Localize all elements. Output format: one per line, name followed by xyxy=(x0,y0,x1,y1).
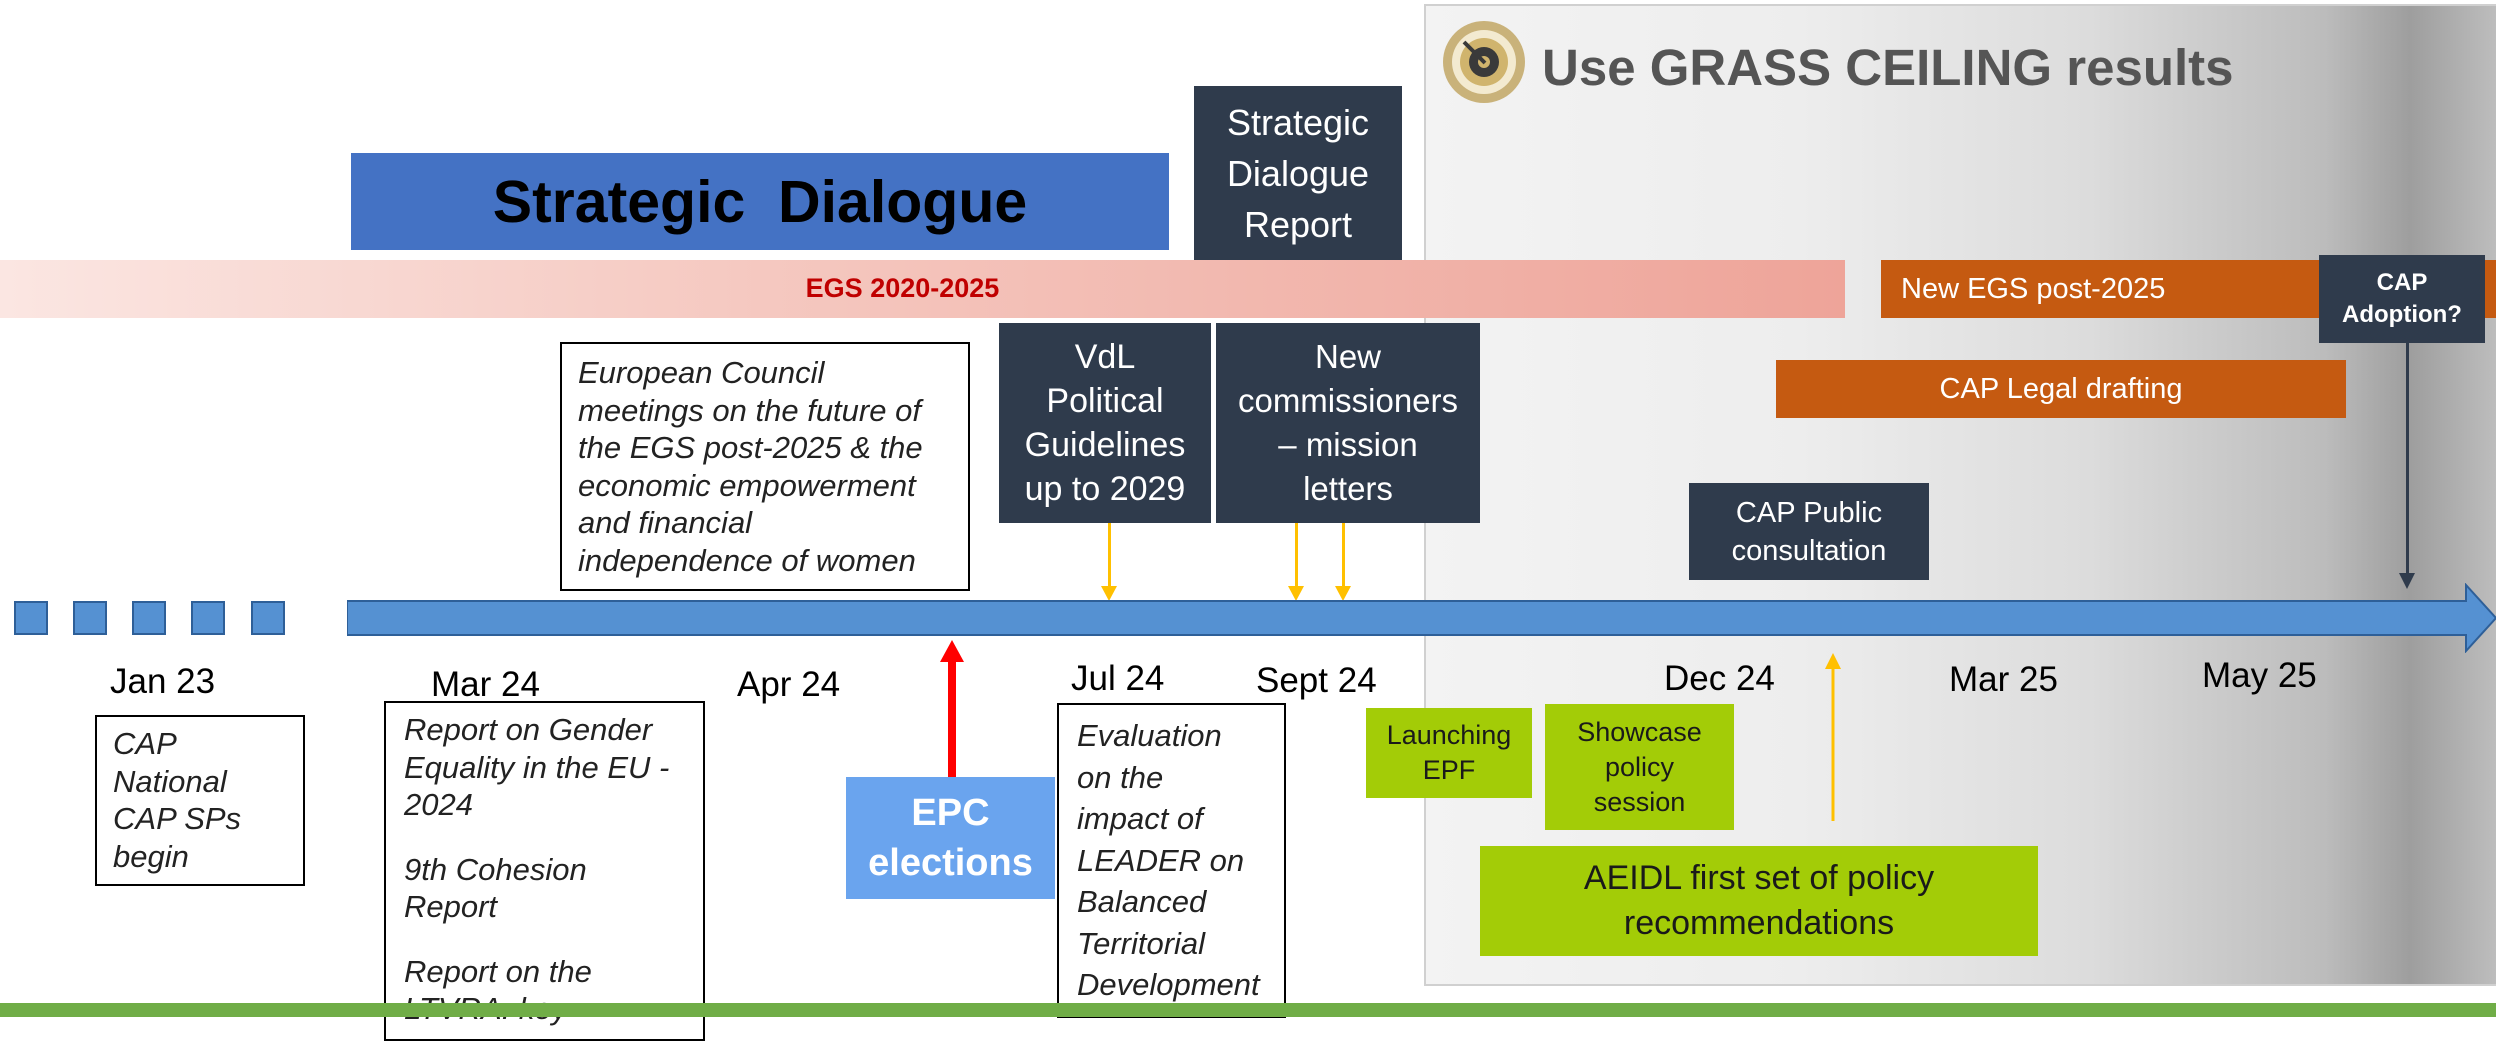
report-gender-line: 2024 xyxy=(404,787,473,822)
showcase-yellow-arrow xyxy=(1825,653,1841,821)
aeidl-recommendations-box: AEIDL first set of policy recommendation… xyxy=(1480,846,2038,956)
report-line: Dialogue xyxy=(1226,152,1370,194)
date-label: Sept 24 xyxy=(1256,661,1377,700)
cap-national-line: CAP SPs xyxy=(113,801,242,836)
cap-national-line: CAP xyxy=(113,726,177,761)
cap-public-consultation-box: CAP Public consultation xyxy=(1689,483,1929,580)
commissioners-arrowhead-2 xyxy=(1335,586,1351,601)
timeline-arrow xyxy=(346,582,2496,654)
showcase-policy-session-box: Showcase policy session xyxy=(1545,704,1734,830)
epf-line: EPF xyxy=(1422,755,1476,785)
cap-adoption-arrowhead xyxy=(2399,573,2415,589)
egs-bar-label: EGS 2020-2025 xyxy=(805,273,1000,303)
cohesion-report-line: 9th Cohesion xyxy=(404,851,587,887)
date-label: Apr 24 xyxy=(737,665,841,704)
commissioners-line: New xyxy=(1314,338,1382,375)
new-egs-label: New EGS post-2025 xyxy=(1901,272,2166,305)
evaluation-line: Evaluation xyxy=(1077,718,1222,753)
ltvra-report-line: Report on the xyxy=(404,953,592,989)
strategic-dialogue-report-box: Strategic Dialogue Report xyxy=(1194,86,1402,260)
cap-adoption-arrow-line xyxy=(2406,343,2409,573)
commissioners-arrowhead-1 xyxy=(1288,586,1304,601)
date-label: Jan 23 xyxy=(110,662,216,701)
date-label: Dec 24 xyxy=(1664,659,1775,698)
ec-line: meetings on the future of xyxy=(578,392,921,428)
cap-adoption-line: CAP xyxy=(2376,269,2428,296)
showcase-line: policy xyxy=(1604,751,1675,782)
evaluation-box: Evaluation on the impact of LEADER on Ba… xyxy=(1057,703,1286,1018)
european-council-box: European Council meetings on the future … xyxy=(560,342,970,591)
timeline-square xyxy=(73,601,107,635)
vdl-arrow-line xyxy=(1108,523,1111,588)
report-gender-line: Equality in the EU - xyxy=(404,749,670,785)
aeidl-line: recommendations xyxy=(1623,904,1895,942)
evaluation-line: Development xyxy=(1077,967,1260,1002)
new-commissioners-box: New commissioners – mission letters xyxy=(1216,323,1480,523)
date-label: Jul 24 xyxy=(1071,659,1165,698)
cap-national-line: begin xyxy=(113,838,189,874)
vdl-line: VdL xyxy=(1074,338,1136,376)
cap-adoption-box: CAP Adoption? xyxy=(2319,255,2485,343)
vdl-arrowhead xyxy=(1101,586,1117,601)
commissioners-line: letters xyxy=(1303,470,1393,507)
date-label: Mar 24 xyxy=(431,665,540,704)
ec-line: European Council xyxy=(578,355,825,390)
epc-red-arrow xyxy=(940,640,964,778)
epc-line: EPC xyxy=(911,792,990,834)
cap-legal-drafting-bar: CAP Legal drafting xyxy=(1776,360,2346,418)
ec-line: and financial xyxy=(578,505,753,540)
ec-line: the EGS post-2025 & the xyxy=(578,430,923,465)
cohesion-report-line: Report xyxy=(404,889,498,924)
timeline-square xyxy=(132,601,166,635)
grass-ceiling-panel xyxy=(1424,4,2496,986)
reports-box: Report on Gender Equality in the EU - 20… xyxy=(384,701,705,1041)
epc-elections-box: EPC elections xyxy=(846,777,1055,899)
commissioners-arrow-line-2 xyxy=(1342,523,1345,588)
epf-line: Launching xyxy=(1386,720,1512,750)
target-icon xyxy=(1442,20,1526,104)
vdl-guidelines-box: VdL Political Guidelines up to 2029 xyxy=(999,323,1211,523)
evaluation-line: LEADER on xyxy=(1077,842,1245,878)
vdl-line: up to 2029 xyxy=(1024,470,1186,508)
consultation-line: consultation xyxy=(1731,534,1887,567)
showcase-line: Showcase xyxy=(1577,716,1702,747)
ec-line: economic empowerment xyxy=(578,467,916,503)
ec-line: independence of women xyxy=(578,542,916,578)
evaluation-line: Territorial xyxy=(1077,925,1206,961)
evaluation-line: Balanced xyxy=(1077,884,1207,919)
vdl-line: Political xyxy=(1046,382,1164,420)
bottom-green-line xyxy=(0,1003,2496,1017)
date-label: Mar 25 xyxy=(1949,660,2058,699)
evaluation-line: on the xyxy=(1077,759,1164,795)
panel-title: Use GRASS CEILING results xyxy=(1542,39,2234,96)
commissioners-line: – mission xyxy=(1278,426,1418,463)
cap-legal-drafting-label: CAP Legal drafting xyxy=(1939,372,2183,405)
timeline-square xyxy=(14,601,48,635)
cap-national-box: CAP National CAP SPs begin xyxy=(95,715,305,886)
epc-line: elections xyxy=(868,842,1033,884)
timeline-square xyxy=(191,601,225,635)
consultation-line: CAP Public xyxy=(1735,496,1883,529)
commissioners-line: commissioners xyxy=(1237,382,1459,419)
egs-bar xyxy=(0,260,1845,318)
vdl-line: Guidelines xyxy=(1024,426,1186,464)
report-line: Strategic xyxy=(1226,101,1370,143)
timeline-square xyxy=(251,601,285,635)
cap-adoption-line: Adoption? xyxy=(2342,301,2462,328)
evaluation-line: impact of xyxy=(1077,801,1203,836)
launching-epf-box: Launching EPF xyxy=(1366,708,1532,798)
commissioners-arrow-line-1 xyxy=(1295,523,1298,588)
showcase-line: session xyxy=(1593,786,1686,817)
date-label: May 25 xyxy=(2202,656,2317,695)
report-gender-line: Report on Gender xyxy=(404,712,653,747)
aeidl-line: AEIDL first set of policy xyxy=(1583,859,1935,897)
report-line: Report xyxy=(1243,203,1353,245)
cap-national-line: National xyxy=(113,763,227,799)
strategic-dialogue-banner: Strategic Dialogue xyxy=(351,153,1169,250)
